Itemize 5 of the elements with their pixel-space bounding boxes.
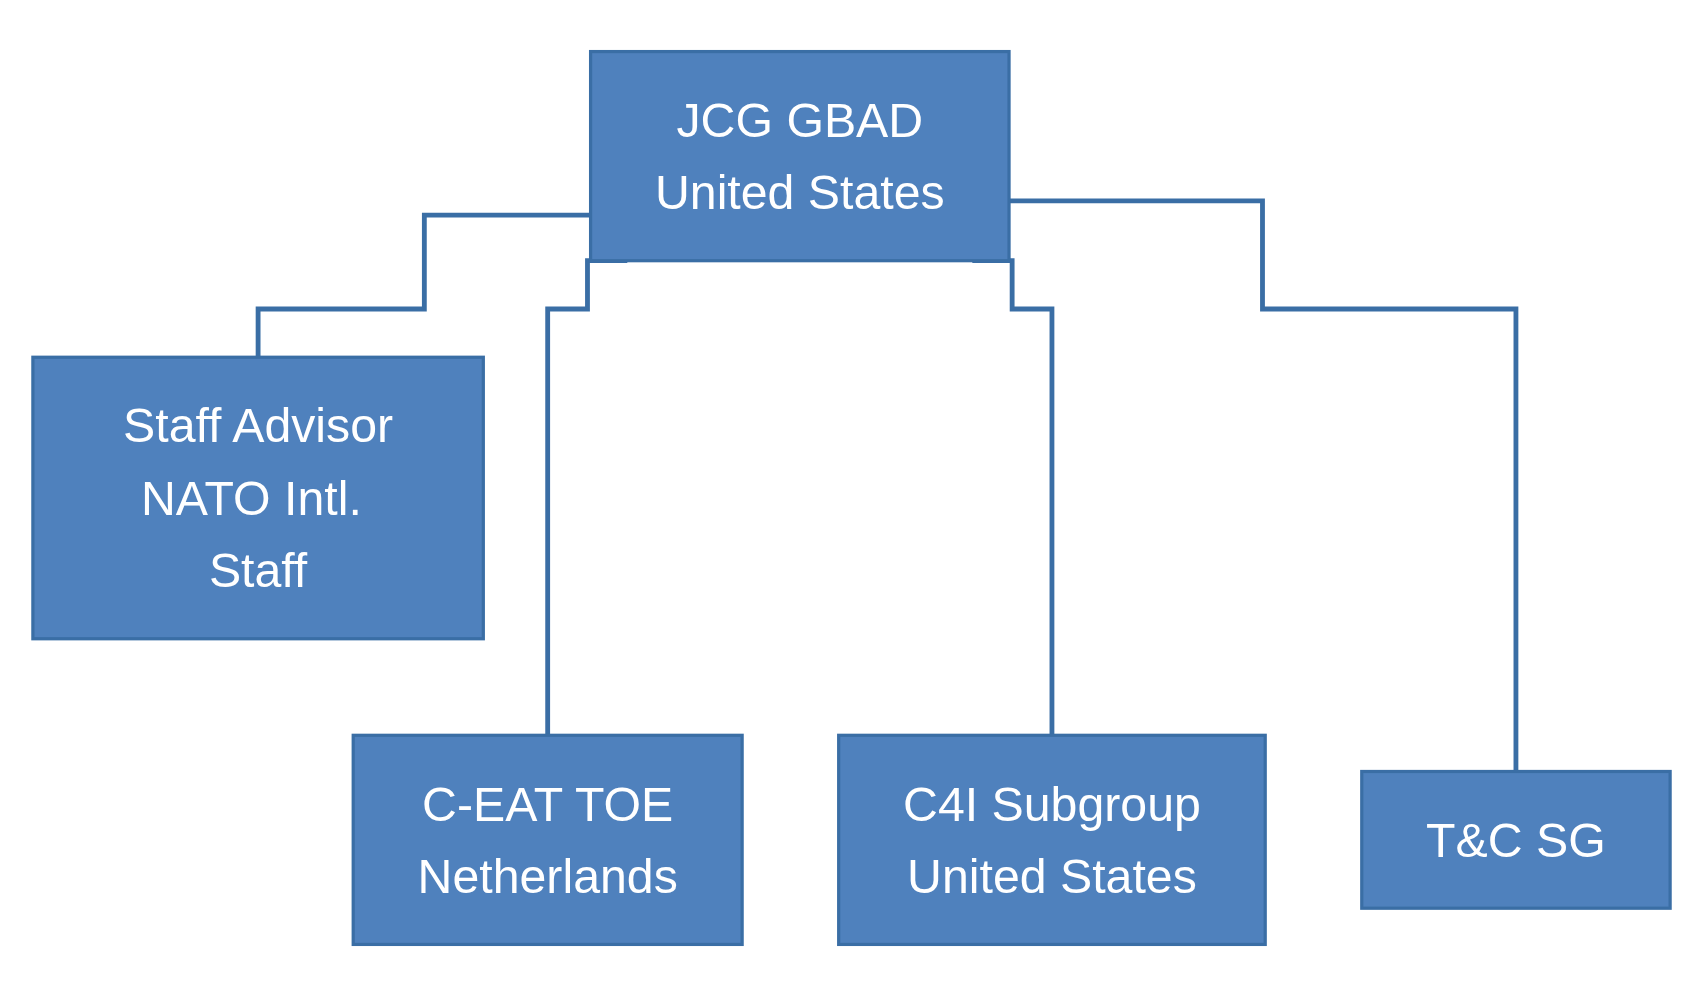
node-box: C-EAT TOE Netherlands bbox=[351, 733, 744, 947]
node-box: T&C SG bbox=[1360, 769, 1672, 910]
node-box: C4I Subgroup United States bbox=[837, 733, 1267, 947]
node-box: Staff Advisor NATO Intl. Staff bbox=[31, 355, 485, 641]
node-box: JCG GBAD United States bbox=[588, 49, 1011, 263]
